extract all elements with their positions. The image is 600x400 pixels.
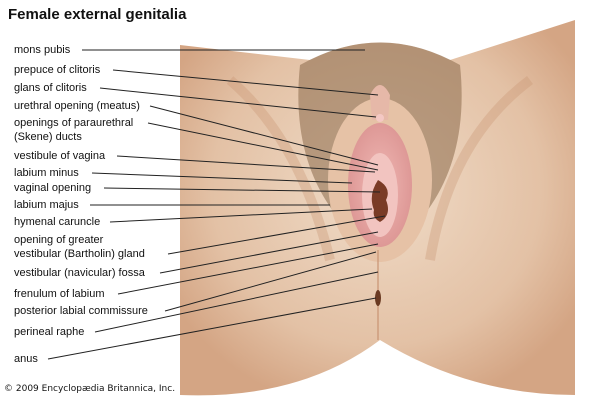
diagram-title: Female external genitalia [8, 6, 187, 23]
label-vaginal-opening: vaginal opening [14, 182, 92, 194]
label-paraurethral-line2: (Skene) ducts [14, 131, 82, 143]
label-urethral-opening: urethral opening (meatus) [14, 100, 140, 112]
label-glans-of-clitoris: glans of clitoris [14, 82, 87, 94]
leader-lines [47, 49, 386, 360]
copyright-credit: © 2009 Encyclopædia Britannica, Inc. [4, 384, 176, 394]
label-mons-pubis: mons pubis [14, 44, 71, 56]
label-vestibule-of-vagina: vestibule of vagina [14, 150, 106, 162]
label-vestibular-fossa: vestibular (navicular) fossa [14, 267, 145, 279]
glans-clitoris [376, 114, 384, 122]
vaginal-opening-shape [371, 180, 388, 222]
label-hymenal-caruncle: hymenal caruncle [14, 216, 101, 228]
label-anus: anus [14, 353, 38, 365]
label-frenulum-of-labium: frenulum of labium [14, 288, 105, 300]
label-prepuce-of-clitoris: prepuce of clitoris [14, 64, 101, 76]
label-labium-minus: labium minus [14, 167, 79, 179]
label-bartholin-line2: vestibular (Bartholin) gland [14, 248, 145, 260]
label-posterior-commissure: posterior labial commissure [14, 305, 148, 317]
anus-shape [375, 290, 381, 306]
label-bartholin-line1: opening of greater [14, 234, 104, 246]
label-perineal-raphe: perineal raphe [14, 326, 85, 338]
label-paraurethral-line1: openings of paraurethral [14, 117, 134, 129]
label-labium-majus: labium majus [14, 199, 79, 211]
